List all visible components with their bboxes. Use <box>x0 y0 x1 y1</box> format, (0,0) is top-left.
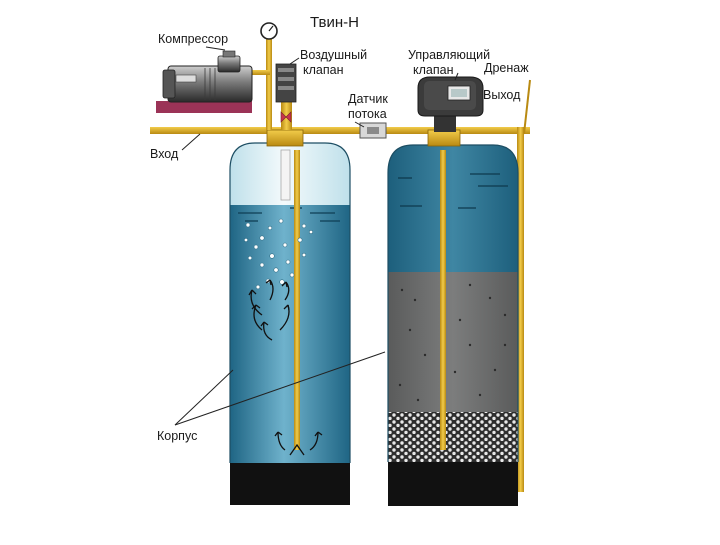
output-pipe <box>517 127 524 492</box>
right-tank-head <box>427 129 461 147</box>
label-control-valve-1: Управляющий <box>408 48 490 62</box>
drain-line <box>523 79 531 135</box>
air-valve <box>275 63 297 130</box>
right-riser-tube <box>440 150 446 450</box>
right-tank-media <box>388 272 518 412</box>
label-housing: Корпус <box>157 429 197 443</box>
left-tank-head <box>266 129 304 147</box>
left-tank-base <box>230 463 350 505</box>
label-flow-sensor-2: потока <box>348 107 387 121</box>
right-tank-water <box>388 145 518 272</box>
control-valve <box>417 76 484 132</box>
air-valve-handle <box>280 111 292 123</box>
right-tank <box>387 144 519 506</box>
label-compressor: Компрессор <box>158 32 228 46</box>
diagram-title: Твин-Н <box>310 14 359 31</box>
right-tank-gravel <box>388 412 518 462</box>
compressor-base <box>156 101 252 113</box>
right-tank-base <box>388 462 518 506</box>
left-tank <box>229 142 351 505</box>
air-bubbles <box>244 218 313 290</box>
aerator-air-tube <box>280 149 291 201</box>
label-flow-sensor-1: Датчик <box>348 92 388 106</box>
label-air-valve-1: Воздушный <box>300 48 367 62</box>
compressor-feed-pipe <box>248 70 270 75</box>
label-air-valve-2: клапан <box>303 63 344 77</box>
compressor <box>156 50 253 113</box>
label-drain: Дренаж <box>484 61 529 75</box>
left-riser-tube <box>294 150 300 450</box>
gauge-stem <box>266 36 272 130</box>
leader-lines <box>174 46 459 426</box>
left-tank-water <box>230 205 350 463</box>
main-pipe <box>150 127 530 134</box>
label-input: Вход <box>150 147 179 161</box>
label-output: Выход <box>483 88 521 102</box>
circulation-arrows <box>248 279 323 456</box>
flow-sensor <box>359 122 387 139</box>
label-control-valve-2: клапан <box>413 63 454 77</box>
